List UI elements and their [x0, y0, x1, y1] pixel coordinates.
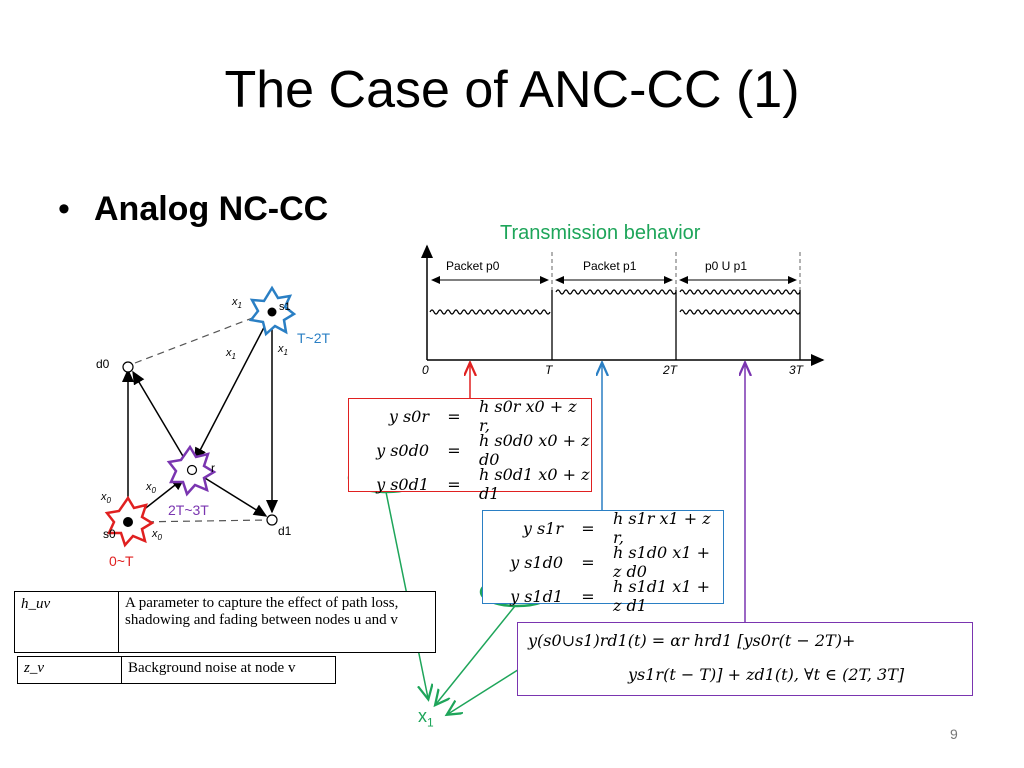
eq-lhs: y s1r	[522, 518, 563, 538]
timeline-caption: Transmission behavior	[500, 222, 701, 244]
tick-0: 0	[422, 363, 429, 377]
node-d1	[266, 514, 278, 526]
eq-row: y s0r = h s0r x0 + z r,	[349, 397, 591, 435]
definition-zv: z_v Background noise at node v	[17, 656, 336, 684]
label-s0: s0	[103, 527, 116, 541]
eq-row: y s0d1 = h s0d1 x0 + z d1	[349, 465, 591, 503]
tick-2T: 2T	[662, 363, 679, 377]
eq-rhs: h s1d0 x1 + z d0	[613, 543, 710, 581]
eq-lhs: y s0d1	[376, 474, 429, 494]
eq-equals: =	[581, 586, 595, 606]
eq-rhs: h s1d1 x1 + z d1	[613, 577, 710, 615]
edge-label-x0-c: x0	[151, 528, 163, 542]
edge-label-x0-b: x0	[100, 491, 112, 505]
timing-s0: 0~T	[109, 553, 134, 569]
equation-box-relay: y(s0∪s1)rd1(t) = αr hrd1 [ys0r(t − 2T)+ …	[517, 622, 973, 696]
eq-equals: =	[447, 406, 461, 426]
edge-labels: x1 x1 x1 x0 x0 x0	[100, 296, 288, 542]
label-s1: s1	[279, 301, 291, 313]
definition-text: A parameter to capture the effect of pat…	[125, 595, 399, 628]
timing-r: 2T~3T	[168, 502, 209, 518]
definition-text: Background noise at node v	[128, 660, 296, 676]
edge-label-x1-b: x1	[225, 347, 236, 361]
timing-s1: T~2T	[297, 330, 331, 346]
node-r	[186, 464, 198, 476]
equation-box-s0: y s0r = h s0r x0 + z r, y s0d0 = h s0d0 x0 +…	[348, 397, 592, 503]
packet-label-p0up1: p0 U p1	[705, 259, 747, 273]
equation-box-s1: y s1r = h s1r x1 + z r, y s1d0 = h s1d0 x1 +…	[482, 509, 724, 615]
network-diagram: d0 s1 r s0 d1 x1 x1 x1 x0 x0 x0 T~2T 2T~…	[96, 285, 331, 569]
edge-s0-d1	[134, 519, 269, 523]
eq-row: y s0d0 = h s0d0 x0 + z d0	[349, 431, 591, 469]
eq-row: y s1d0 = h s1d0 x1 + z d0	[483, 543, 723, 581]
eq-row: y s1r = h s1r x1 + z r,	[483, 509, 723, 547]
packet-label-p1: Packet p1	[583, 259, 637, 273]
eq-rhs: h s0d0 x0 + z d0	[479, 431, 590, 469]
edge-label-x1-a: x1	[231, 296, 242, 310]
tick-T: T	[545, 363, 554, 377]
green-arrow-2	[436, 605, 516, 704]
label-d0: d0	[96, 357, 110, 371]
eq-lhs: y s1d1	[510, 586, 563, 606]
signal-waveform	[429, 289, 801, 315]
bullet-item: • Analog NC-CC	[58, 190, 328, 229]
eq-rhs: h s0d1 x0 + z d1	[479, 465, 590, 503]
definition-key: z_v	[18, 657, 122, 683]
slide-title: The Case of ANC-CC (1)	[224, 61, 800, 119]
edge-label-x0-a: x0	[145, 481, 157, 495]
eq-row: y s1d1 = h s1d1 x1 + z d1	[483, 577, 723, 615]
edge-s1-d0	[134, 311, 269, 364]
eq-line-1: y(s0∪s1)rd1(t) = αr hrd1 [ys0r(t − 2T)+	[528, 630, 856, 650]
eq-line-2: ys1r(t − T)] + zd1(t), ∀t ∈ (2T, 3T]	[628, 664, 905, 684]
bullet-dot: •	[58, 190, 70, 228]
node-d0	[122, 361, 134, 373]
eq-equals: =	[581, 518, 595, 538]
page-number: 9	[950, 726, 958, 742]
eq-rhs: h s1r x1 + z r,	[613, 509, 711, 547]
timeline: Packet p0 Packet p1 p0 U p1 0 T 2T 3T	[421, 244, 825, 377]
eq-rhs: h s0r x0 + z r,	[479, 397, 577, 435]
node-s0	[123, 517, 133, 527]
eq-equals: =	[447, 474, 461, 494]
definition-huv: h_uv A parameter to capture the effect o…	[14, 591, 436, 653]
definition-key: h_uv	[15, 592, 119, 652]
packet-label-p0: Packet p0	[446, 259, 500, 273]
eq-lhs: y s0d0	[376, 440, 429, 460]
edge-s1-r	[194, 311, 273, 462]
eq-equals: =	[581, 552, 595, 572]
edge-r-d0	[132, 370, 191, 469]
edge-label-x1-c: x1	[277, 343, 288, 357]
label-r: r	[211, 461, 215, 475]
x1-label: x1	[418, 706, 434, 730]
node-s1	[267, 307, 277, 317]
eq-equals: =	[447, 440, 461, 460]
eq-lhs: y s0r	[388, 406, 429, 426]
bullet-text: Analog NC-CC	[94, 190, 329, 228]
label-d1: d1	[278, 524, 292, 538]
eq-lhs: y s1d0	[510, 552, 563, 572]
tick-3T: 3T	[789, 363, 805, 377]
